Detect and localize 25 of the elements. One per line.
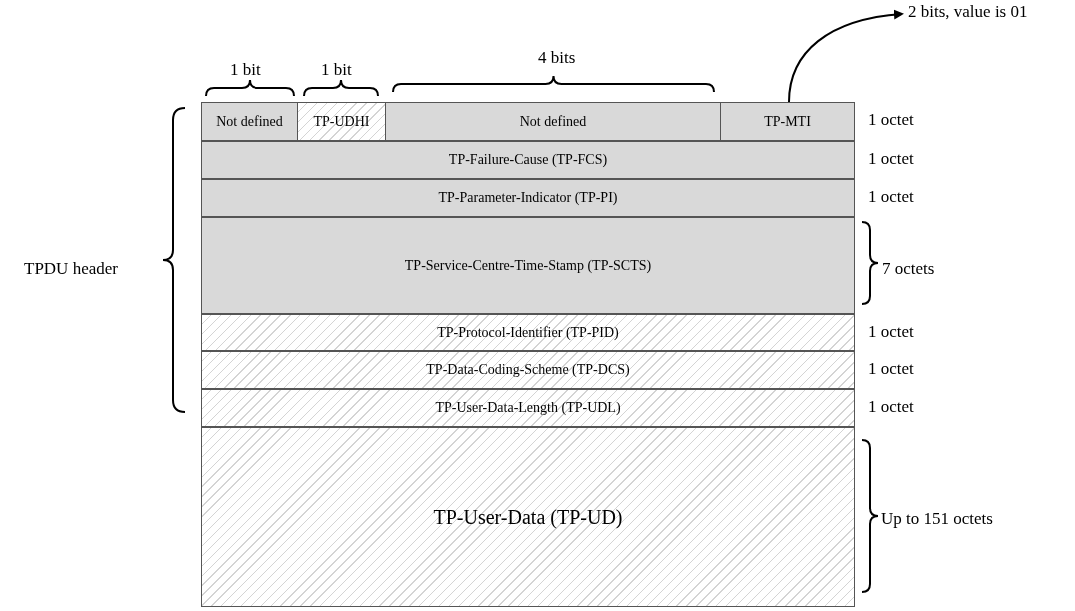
arrow xyxy=(788,9,904,103)
size-label: 1 bit xyxy=(321,60,352,80)
size-label: 1 octet xyxy=(868,397,914,417)
field-cell: TP-Data-Coding-Scheme (TP-DCS) xyxy=(201,351,855,389)
size-label: 1 octet xyxy=(868,322,914,342)
annotation-text: 2 bits, value is 01 xyxy=(908,2,1028,22)
size-label: 1 octet xyxy=(868,149,914,169)
field-cell: Not defined xyxy=(385,102,721,141)
size-label: Up to 151 octets xyxy=(881,509,993,529)
field-cell: TP-UDHI xyxy=(297,102,386,141)
field-cell: TP-User-Data (TP-UD) xyxy=(201,427,855,607)
size-label: 1 octet xyxy=(868,359,914,379)
group-label: TPDU header xyxy=(24,259,118,279)
field-cell: TP-MTI xyxy=(720,102,855,141)
field-cell: TP-Service-Centre-Time-Stamp (TP-SCTS) xyxy=(201,217,855,314)
field-cell: Not defined xyxy=(201,102,298,141)
size-label: 1 octet xyxy=(868,110,914,130)
size-label: 1 bit xyxy=(230,60,261,80)
size-label: 1 octet xyxy=(868,187,914,207)
size-label: 7 octets xyxy=(882,259,935,279)
field-cell: TP-User-Data-Length (TP-UDL) xyxy=(201,389,855,427)
size-label: 4 bits xyxy=(538,48,576,68)
field-cell: TP-Parameter-Indicator (TP-PI) xyxy=(201,179,855,217)
field-cell: TP-Failure-Cause (TP-FCS) xyxy=(201,141,855,179)
field-cell: TP-Protocol-Identifier (TP-PID) xyxy=(201,314,855,351)
